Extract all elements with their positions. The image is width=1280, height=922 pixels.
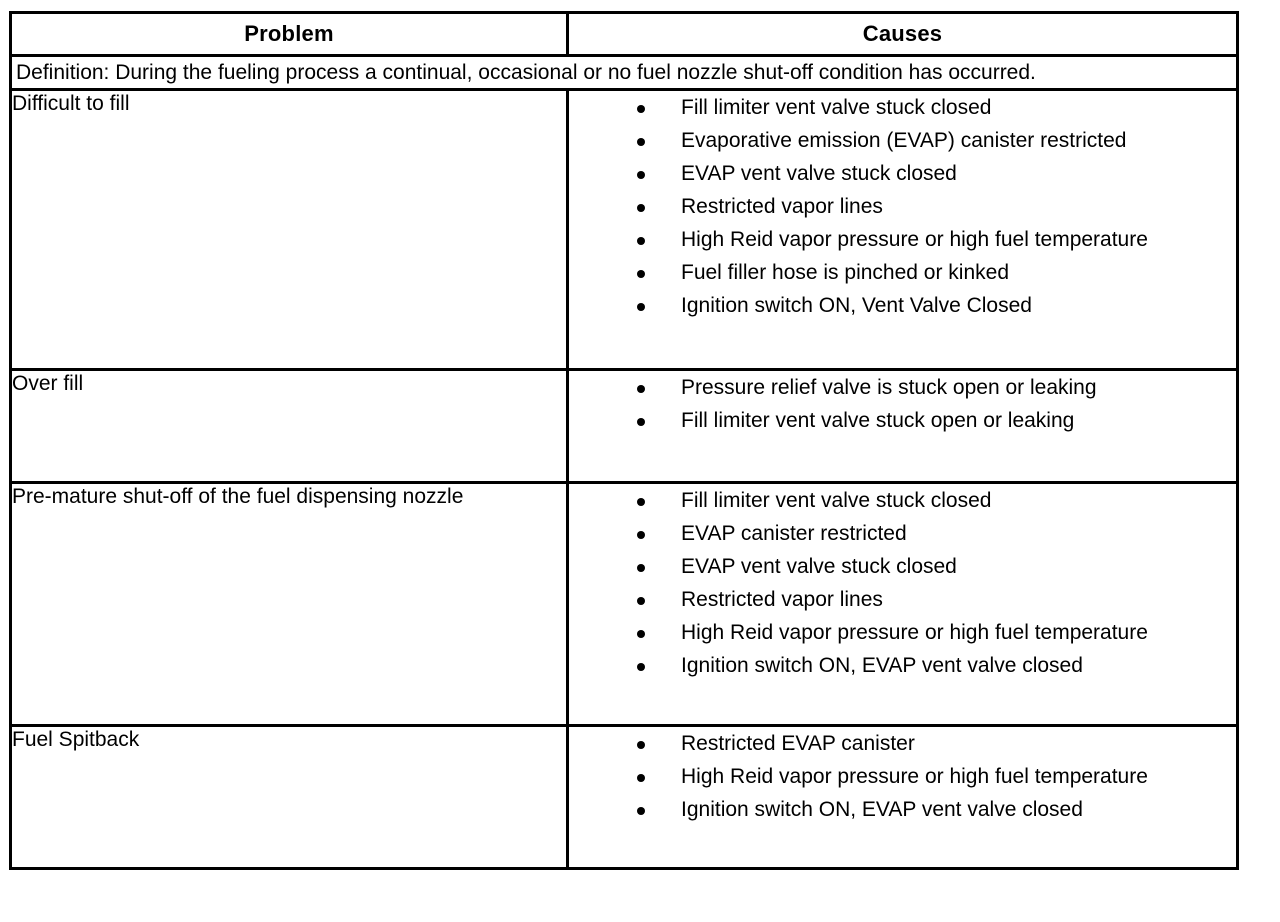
definition-cell: Definition: During the fueling process a… — [9, 54, 1239, 91]
cause-item: Fill limiter vent valve stuck closed — [569, 484, 1236, 517]
cause-item: Evaporative emission (EVAP) canister res… — [569, 124, 1236, 157]
bullet-icon — [637, 91, 647, 124]
header-label-problem: Problem — [244, 21, 334, 46]
header-cell-causes: Causes — [566, 11, 1239, 57]
cause-item: Ignition switch ON, EVAP vent valve clos… — [569, 649, 1236, 682]
cause-item: High Reid vapor pressure or high fuel te… — [569, 760, 1236, 793]
cause-text: High Reid vapor pressure or high fuel te… — [681, 621, 1148, 644]
cause-item: Fill limiter vent valve stuck closed — [569, 91, 1236, 124]
problem-cell: Difficult to fill — [9, 88, 569, 371]
cause-item: High Reid vapor pressure or high fuel te… — [569, 616, 1236, 649]
cause-item: EVAP vent valve stuck closed — [569, 157, 1236, 190]
cause-text: EVAP vent valve stuck closed — [681, 162, 957, 185]
cause-item: EVAP vent valve stuck closed — [569, 550, 1236, 583]
problem-label: Difficult to fill — [12, 92, 130, 115]
bullet-icon — [637, 256, 647, 289]
bullet-icon — [637, 371, 647, 404]
causes-cell: Fill limiter vent valve stuck closed Eva… — [566, 88, 1239, 371]
cause-text: Ignition switch ON, Vent Valve Closed — [681, 294, 1032, 317]
cause-text: Restricted vapor lines — [681, 588, 883, 611]
cause-text: Pressure relief valve is stuck open or l… — [681, 376, 1097, 399]
cause-item: High Reid vapor pressure or high fuel te… — [569, 223, 1236, 256]
definition-text: Definition: During the fueling process a… — [16, 61, 1036, 84]
cause-text: Ignition switch ON, EVAP vent valve clos… — [681, 798, 1083, 821]
cause-text: Ignition switch ON, EVAP vent valve clos… — [681, 654, 1083, 677]
cause-text: EVAP vent valve stuck closed — [681, 555, 957, 578]
bullet-icon — [637, 760, 647, 793]
causes-cell: Fill limiter vent valve stuck closed EVA… — [566, 481, 1239, 727]
bullet-icon — [637, 583, 647, 616]
causes-list: Restricted EVAP canister High Reid vapor… — [569, 727, 1236, 826]
problem-label: Pre-mature shut-off of the fuel dispensi… — [12, 485, 464, 508]
definition-row: Definition: During the fueling process a… — [9, 54, 1239, 91]
cause-item: Fill limiter vent valve stuck open or le… — [569, 404, 1236, 437]
bullet-icon — [637, 550, 647, 583]
bullet-icon — [637, 517, 647, 550]
cause-text: Evaporative emission (EVAP) canister res… — [681, 129, 1127, 152]
bullet-icon — [637, 404, 647, 437]
cause-item: Ignition switch ON, Vent Valve Closed — [569, 289, 1236, 322]
bullet-icon — [637, 484, 647, 517]
problem-cell: Over fill — [9, 368, 569, 484]
cause-item: Restricted EVAP canister — [569, 727, 1236, 760]
bullet-icon — [637, 157, 647, 190]
causes-list: Pressure relief valve is stuck open or l… — [569, 371, 1236, 437]
bullet-icon — [637, 727, 647, 760]
cause-text: High Reid vapor pressure or high fuel te… — [681, 228, 1148, 251]
cause-text: Fill limiter vent valve stuck closed — [681, 489, 992, 512]
table-header-row: Problem Causes — [9, 11, 1239, 57]
cause-item: EVAP canister restricted — [569, 517, 1236, 550]
table-row: Over fill Pressure relief valve is stuck… — [9, 368, 1239, 484]
causes-cell: Pressure relief valve is stuck open or l… — [566, 368, 1239, 484]
bullet-icon — [637, 793, 647, 826]
causes-cell: Restricted EVAP canister High Reid vapor… — [566, 724, 1239, 870]
cause-text: Fuel filler hose is pinched or kinked — [681, 261, 1010, 284]
causes-list: Fill limiter vent valve stuck closed Eva… — [569, 91, 1236, 322]
bullet-icon — [637, 124, 647, 157]
cause-item: Ignition switch ON, EVAP vent valve clos… — [569, 793, 1236, 826]
cause-text: Restricted vapor lines — [681, 195, 883, 218]
cause-item: Pressure relief valve is stuck open or l… — [569, 371, 1236, 404]
cause-item: Restricted vapor lines — [569, 583, 1236, 616]
bullet-icon — [637, 190, 647, 223]
problem-label: Fuel Spitback — [12, 728, 140, 751]
table-row: Difficult to fill Fill limiter vent valv… — [9, 88, 1239, 371]
cause-text: Fill limiter vent valve stuck open or le… — [681, 409, 1075, 432]
cause-item: Restricted vapor lines — [569, 190, 1236, 223]
header-cell-problem: Problem — [9, 11, 569, 57]
cause-text: EVAP canister restricted — [681, 522, 907, 545]
cause-text: Fill limiter vent valve stuck closed — [681, 96, 992, 119]
header-label-causes: Causes — [862, 21, 943, 46]
problem-causes-table: Problem Causes Definition: During the fu… — [9, 11, 1239, 870]
cause-text: High Reid vapor pressure or high fuel te… — [681, 765, 1148, 788]
cause-text: Restricted EVAP canister — [681, 732, 915, 755]
cause-item: Fuel filler hose is pinched or kinked — [569, 256, 1236, 289]
problem-cell: Fuel Spitback — [9, 724, 569, 870]
bullet-icon — [637, 289, 647, 322]
causes-list: Fill limiter vent valve stuck closed EVA… — [569, 484, 1236, 682]
bullet-icon — [637, 223, 647, 256]
table-row: Fuel Spitback Restricted EVAP canister H… — [9, 724, 1239, 870]
problem-label: Over fill — [12, 372, 84, 395]
bullet-icon — [637, 616, 647, 649]
bullet-icon — [637, 649, 647, 682]
problem-cell: Pre-mature shut-off of the fuel dispensi… — [9, 481, 569, 727]
table-row: Pre-mature shut-off of the fuel dispensi… — [9, 481, 1239, 727]
